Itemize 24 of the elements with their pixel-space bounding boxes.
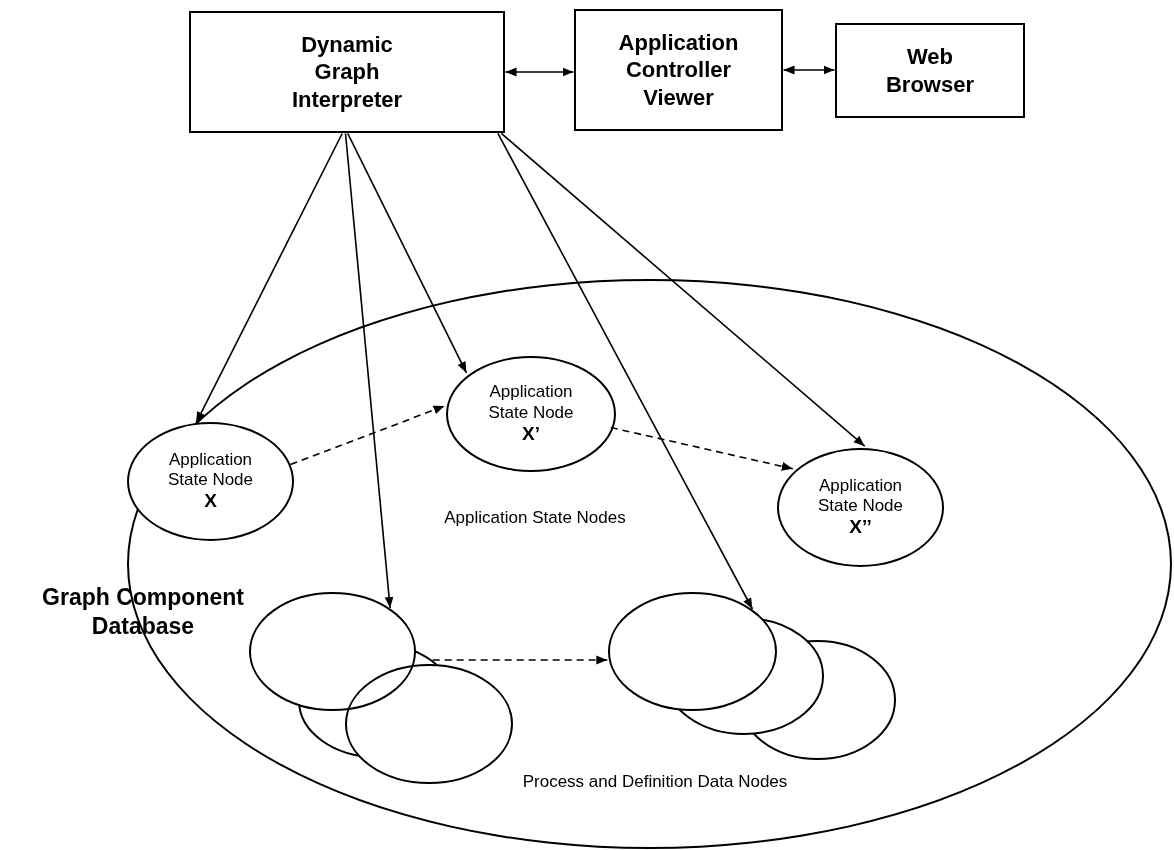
dashed-arrow — [431, 655, 609, 665]
arrow — [497, 132, 754, 610]
process-box — [574, 9, 783, 131]
dashed-arrow — [289, 405, 446, 466]
node-label: Application State Node — [166, 449, 255, 491]
box-label: Web Browser — [884, 43, 975, 98]
arrow — [504, 67, 575, 77]
node-label: Application State Node — [816, 475, 905, 517]
box-label: Application Controller Viewer — [617, 28, 740, 112]
node-symbol: X — [204, 490, 217, 514]
arrow — [344, 132, 394, 609]
node-symbol: X’’ — [849, 516, 872, 540]
node-symbol: X’ — [522, 423, 540, 446]
arrow — [782, 65, 836, 75]
arrow — [195, 132, 343, 424]
region-label: Application State Nodes — [443, 508, 627, 528]
process-box — [835, 23, 1025, 118]
arrow — [500, 132, 866, 447]
arrow — [346, 132, 468, 374]
region-label: Process and Definition Data Nodes — [521, 772, 789, 792]
node-label: Application State Node — [487, 382, 575, 423]
box-label: Dynamic Graph Interpreter — [290, 30, 403, 114]
process-box — [189, 11, 505, 133]
dashed-arrow — [610, 426, 794, 471]
